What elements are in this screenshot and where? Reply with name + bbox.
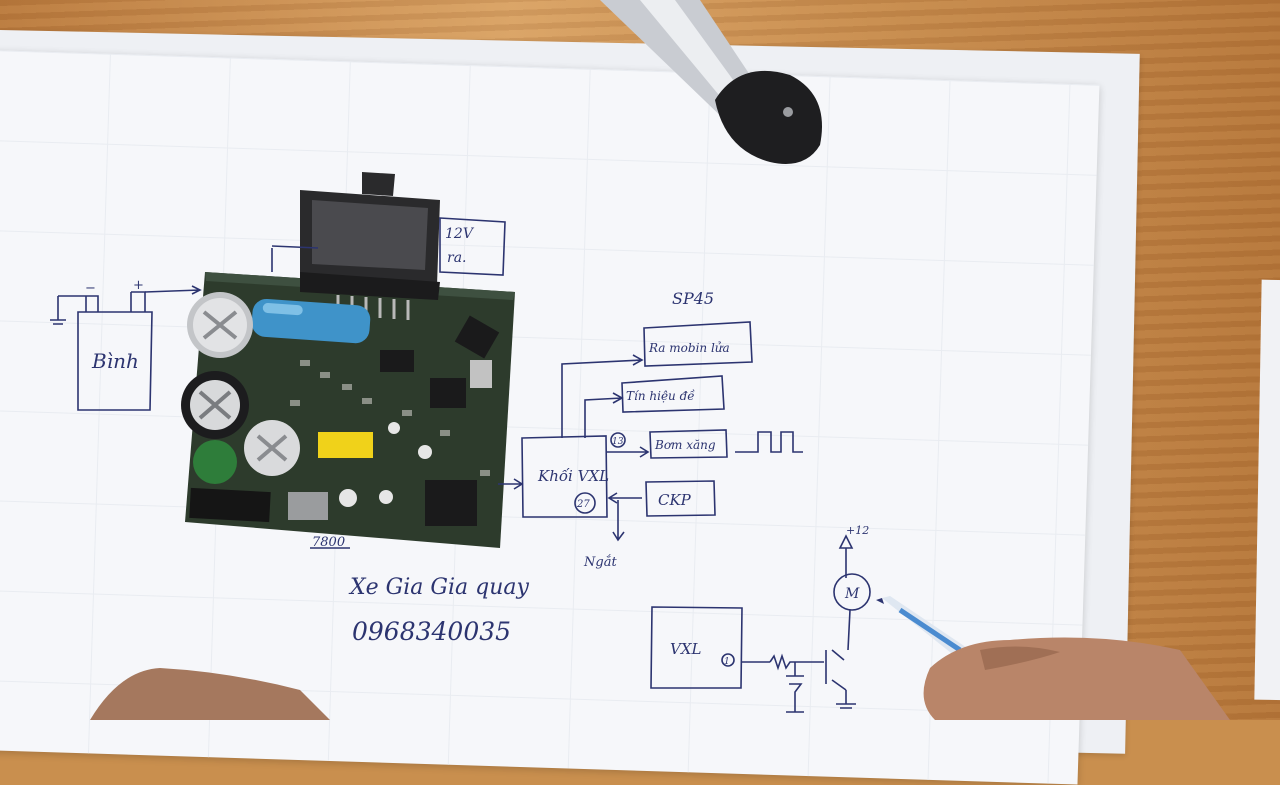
hand-left [90,668,330,720]
motor-label: M [844,586,860,602]
tripod-leg [600,0,822,164]
supply-12-label: +12 [846,524,869,537]
phone-label: 0968340035 [352,617,511,646]
battery-minus-label: − [85,281,96,296]
model-label: SP45 [672,289,714,308]
hand-drawn-diagram: 12V ra. Bình − + SP45 Ra mobin lửa Tín h… [50,0,1230,720]
mcu-block-label: Khối VXL [537,467,609,485]
power-label-ra: ra. [447,250,467,266]
output-ignition-label: Ra mobin lửa [648,341,730,355]
power-label-12v: 12V [445,226,475,242]
pin-27-label: 27 [576,499,590,510]
hand-right [923,637,1230,720]
pin-13-label: 13 [612,437,624,447]
pcb-board [181,172,515,548]
mcu-small-label: VXL [670,640,702,658]
output-starter-label: Tín hiệu đề [626,388,695,403]
author-label: Xe Gia Gia quay [348,575,529,600]
battery-label: Bình [91,349,139,373]
ckp-label: CKP [658,491,692,509]
battery-plus-label: + [133,278,144,293]
output-fuel-pump-label: Bơm xăng [654,438,716,452]
pin-1-label: 1 [724,657,730,667]
pcb-label: 7800 [312,535,345,550]
ink-lines [50,217,871,713]
ground-note-label: Ngắt [583,554,617,570]
